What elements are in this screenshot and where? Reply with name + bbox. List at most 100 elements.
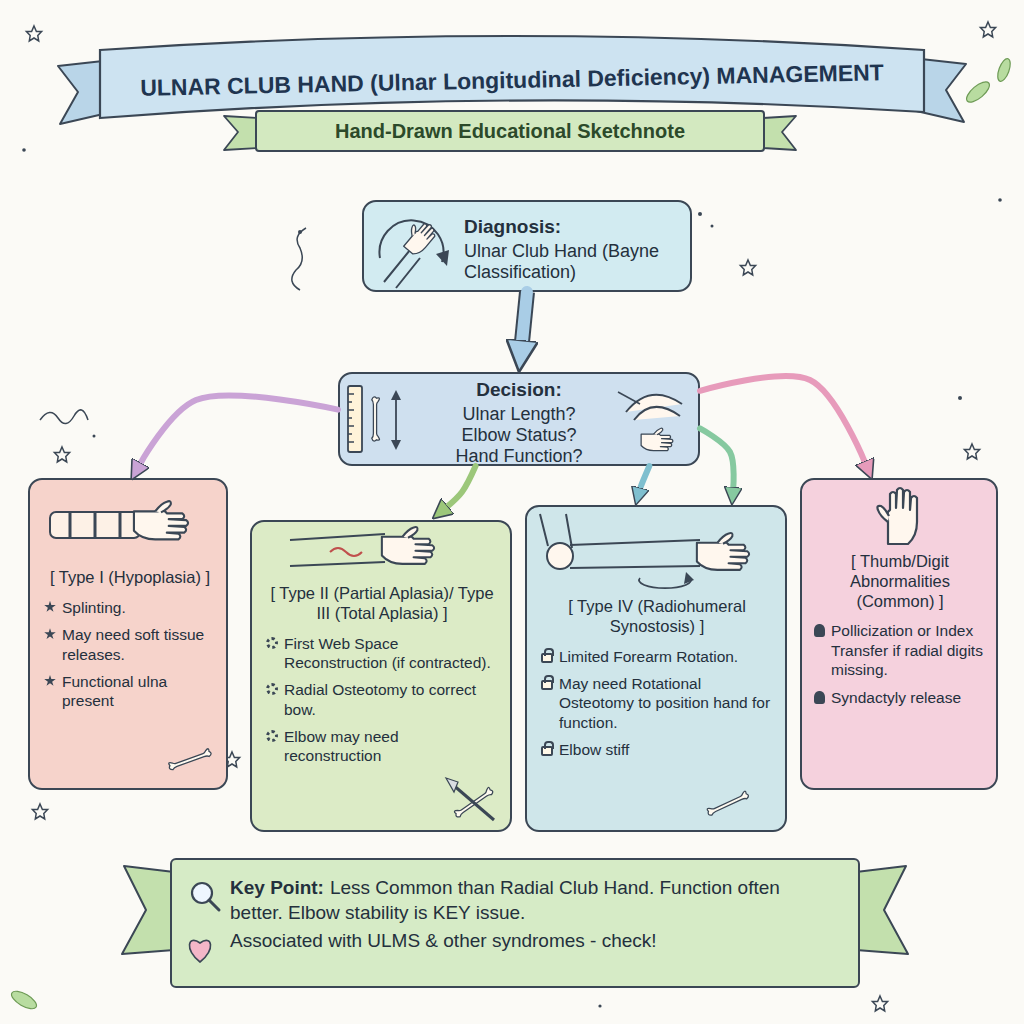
arrow-head — [391, 440, 401, 450]
osteotomy-mark — [330, 548, 362, 556]
sparkle-dot — [598, 1004, 601, 1007]
scalpel-blade — [446, 778, 458, 792]
bullet-item: Splinting. — [44, 598, 216, 617]
splint-icon — [50, 501, 212, 770]
bullet-icon — [541, 680, 553, 690]
hand-sketch — [399, 216, 439, 257]
star-doodle — [740, 260, 755, 275]
sparkle-dot — [998, 198, 1002, 202]
bullet-icon — [266, 637, 278, 649]
bullet-icon — [814, 624, 825, 637]
connector-line — [522, 292, 527, 343]
upper-arm-sketch — [540, 514, 572, 548]
leaf-doodle — [963, 78, 992, 105]
box-heading: [ Thumb/Digit Abnormalities (Common) ] — [814, 552, 986, 611]
bullet-item: Pollicization or Index Transfer if radia… — [814, 621, 986, 679]
bullet-text: First Web Space Reconstruction (if contr… — [284, 634, 498, 673]
connector-outline — [522, 292, 527, 343]
bullet-icon — [266, 683, 278, 695]
connector-line — [640, 466, 649, 490]
connector-arrow — [522, 292, 527, 343]
key-icons — [189, 883, 219, 962]
bullet-icon — [44, 675, 56, 687]
elbow-pointer — [618, 392, 640, 404]
box-text: Ulnar Length? Elbow Status? Hand Functio… — [445, 404, 593, 468]
bullet-icon — [541, 746, 553, 756]
star-doodle — [964, 444, 979, 459]
connector-line — [446, 466, 475, 507]
arrow-head — [391, 390, 401, 400]
ribbon-tail — [224, 116, 257, 150]
bullet-item: First Web Space Reconstruction (if contr… — [266, 634, 498, 673]
ruler-ticks — [348, 394, 354, 442]
connector-line — [140, 395, 338, 464]
bone-icon — [706, 791, 749, 817]
hand-icon — [641, 428, 673, 450]
bullet-text: Elbow stiff — [559, 740, 629, 759]
rotation-arrow — [639, 578, 691, 588]
star-doodle — [872, 996, 887, 1011]
circular-arrow — [379, 220, 443, 262]
elbow-joint — [547, 543, 573, 569]
splint-shell — [50, 512, 140, 538]
swirl-doodle — [40, 410, 88, 424]
star-doodle — [32, 804, 47, 819]
bullet-item: Syndactyly release — [814, 688, 986, 707]
bullet-text: Radial Osteotomy to correct bow. — [284, 680, 498, 719]
sparkle-dot — [22, 148, 26, 152]
bullet-icon — [44, 628, 56, 640]
magnifier-handle — [209, 900, 219, 910]
bullet-text: Functional ulna present — [62, 672, 216, 711]
box-heading: Decision: — [445, 379, 593, 402]
diagram-title: ULNAR CLUB HAND (Ulnar Longitudinal Defi… — [140, 61, 884, 102]
scalpel-handle — [452, 784, 494, 820]
box-text: Ulnar Club Hand (Bayne Classification) — [464, 241, 678, 283]
bullet-icon — [814, 691, 825, 704]
hand-sketch — [382, 527, 434, 564]
star-doodle — [980, 22, 995, 37]
connector-line — [700, 428, 734, 488]
bullet-icon — [541, 653, 553, 663]
forearm-sketch — [384, 250, 420, 288]
diagnosis-box: Diagnosis:Ulnar Club Hand (Bayne Classif… — [362, 200, 692, 292]
bullet-text: Splinting. — [62, 598, 126, 617]
leaf-doodle — [9, 988, 39, 1012]
type-box: [ Type I (Hypoplasia) ]Splinting.May nee… — [28, 478, 228, 790]
digit-icon — [877, 488, 917, 544]
type-box: [ Type IV (Radiohumeral Synostosis) ]Lim… — [525, 505, 787, 832]
subtitle-ribbon: Hand-Drawn Educational Sketchnote — [255, 110, 765, 152]
bullet-item: Limited Forearm Rotation. — [541, 647, 773, 666]
arrow-head — [684, 572, 694, 584]
sparkle-dot — [698, 212, 702, 216]
bullet-text: Syndactyly release — [831, 688, 961, 707]
swirl-doodle — [292, 228, 306, 290]
bullet-text: Limited Forearm Rotation. — [559, 647, 738, 666]
ribbon-tail — [763, 116, 796, 150]
box-heading: Diagnosis: — [464, 216, 678, 239]
box-text: Hand-Drawn Educational Sketchnote — [335, 120, 685, 143]
bone-icon — [453, 787, 494, 819]
length-arrow — [395, 396, 397, 444]
ribbon-tail — [122, 866, 174, 954]
star-doodle — [26, 26, 41, 41]
connector-line — [700, 376, 865, 463]
decision-box: Decision:Ulnar Length? Elbow Status? Han… — [338, 372, 700, 466]
bullet-item: Functional ulna present — [44, 672, 216, 711]
sparkle-dot — [93, 435, 96, 438]
splint-straps — [70, 512, 120, 538]
type-box: [ Type II (Partial Aplasia)/ Type III (T… — [250, 520, 512, 832]
connector-arrow — [700, 428, 734, 488]
leaf-doodle — [995, 57, 1013, 83]
connector-arrow — [446, 466, 475, 507]
box-heading: Key Point: — [230, 877, 324, 898]
sparkle-dot — [711, 225, 714, 228]
box-heading: [ Type I (Hypoplasia) ] — [44, 568, 216, 588]
bullet-item: Radial Osteotomy to correct bow. — [266, 680, 498, 719]
forearm-sketch — [290, 534, 385, 566]
bullet-icon — [266, 730, 278, 742]
bullet-item: Elbow may need reconstruction — [266, 727, 498, 766]
box-heading: [ Type II (Partial Aplasia)/ Type III (T… — [266, 584, 498, 624]
bone-icon — [372, 397, 380, 441]
star-doodle — [54, 447, 69, 462]
